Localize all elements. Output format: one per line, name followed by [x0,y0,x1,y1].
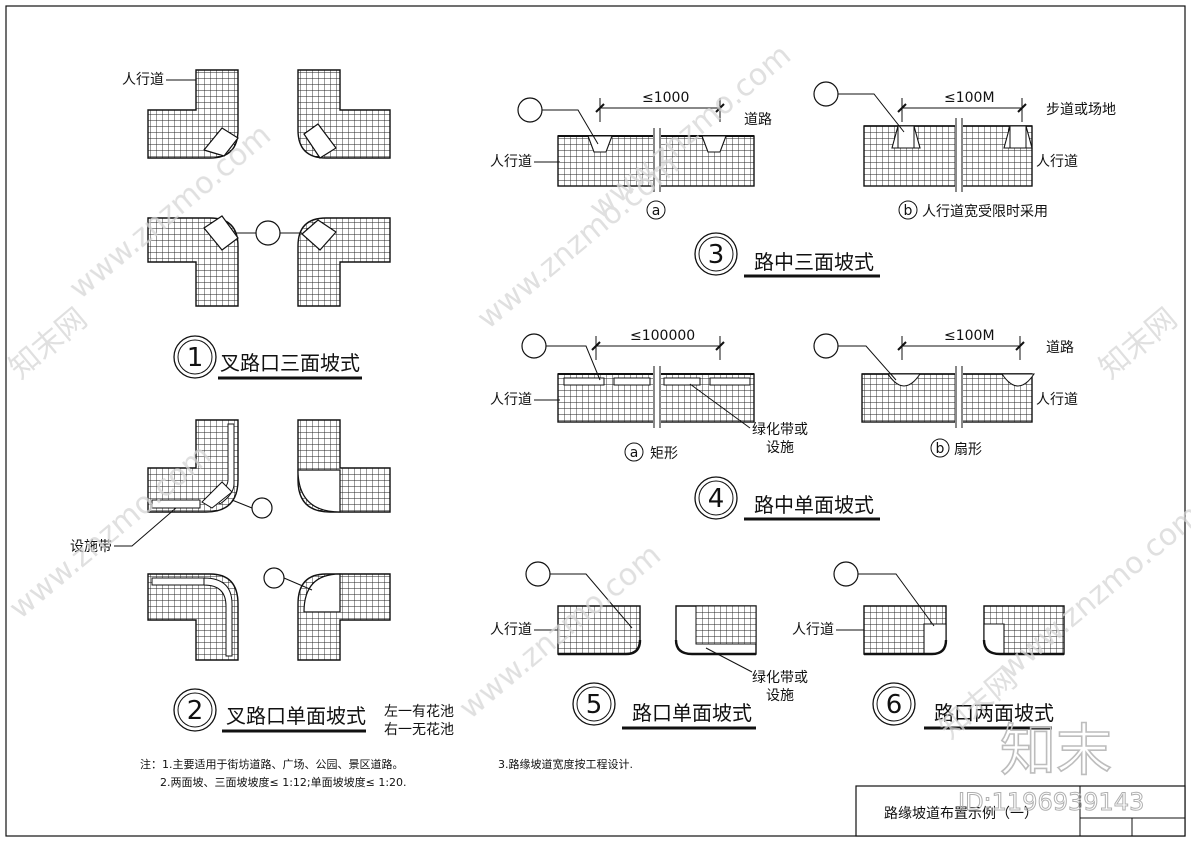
watermark-brand: 知末网 [3,301,94,386]
ramp-mark [203,215,239,251]
title-number: 2 [187,696,204,726]
watermark-brand: 知末网 [1093,301,1184,386]
sidewalk-label: 人行道 [490,622,532,638]
diagram-6: 人行道 6 路口两面坡式 [792,561,1065,730]
sub-b-fan: 扇形 [954,442,982,458]
ramp-mark [301,219,337,251]
sidewalk-label: 人行道 [490,392,532,408]
sub-a-rect: 矩形 [650,446,678,462]
title-number: 6 [886,690,903,720]
road-label: 道路 [1046,340,1074,356]
diagram-2: 设施带 2 叉路口单面坡式 左一有花池 右一无花池 [70,419,454,738]
diagram-5: 人行道 绿化带或 设施 5 路口单面坡式 [490,561,808,730]
fan-ramp [303,573,341,613]
title-number: 3 [708,240,725,270]
dim-label: ≤100M [944,328,995,344]
callout-circle [525,561,551,587]
diagram-1: 人行道 1 叉路口三面坡式 [122,69,391,380]
title-number: 1 [187,343,204,373]
green-label-1: 绿化带或 [752,670,808,686]
title-6: 路口两面坡式 [934,701,1054,725]
diagram-4: ≤100000 人行道 绿化带或 设施 a 矩形 ≤100M 道路 人行道 b … [490,328,1078,521]
dim-label: ≤100000 [630,328,695,344]
sidewalk-label: 人行道 [1036,154,1078,170]
title-number: 4 [708,484,725,514]
sub-a-label: a [652,203,661,219]
dim-label: ≤1000 [642,90,689,106]
ramp-mark [303,123,337,159]
facility-strip-label: 设施带 [70,539,112,555]
right-flower-note: 右一无花池 [384,722,454,738]
ramp-mark [202,127,239,157]
dim-label: ≤100M [944,90,995,106]
callout-circle [263,567,285,589]
sub-b-label: b [936,441,945,457]
watermark-id: ID:1196939143 [958,788,1144,816]
callout-circle [813,81,839,107]
sidewalk-label: 人行道 [792,622,834,638]
title-block: 路缘坡道布置示例（一） [855,785,1186,837]
callout-circle [813,333,839,359]
callout-circle [517,97,543,123]
diagram-3: ≤1000 道路 人行道 a ≤100M 步道或场地 人行道 b 人行道宽受限时… [490,81,1116,278]
sidewalk-label: 人行道 [122,72,164,88]
title-number: 5 [586,690,603,720]
fan-ramp [297,469,341,513]
watermark-site: www.znzmo.com [583,38,798,227]
green-label-2: 设施 [766,688,794,704]
note-2: 2.两面坡、三面坡坡度≤ 1:12;单面坡坡度≤ 1:20. [160,775,407,789]
callout-circle [521,333,547,359]
title-3: 路中三面坡式 [754,250,874,274]
sidewalk-label: 人行道 [490,154,532,170]
callout-circle [251,497,273,519]
note-1: 注：1.主要适用于街坊道路、广场、公园、景区道路。 [140,757,404,771]
sub-b-label: b [904,203,913,219]
title-4: 路中单面坡式 [754,493,874,517]
drawing-border [5,5,1186,837]
watermark-logo: 知末 [1000,719,1112,784]
road-label: 道路 [744,112,772,128]
callout-circle [833,561,859,587]
title-2: 叉路口单面坡式 [226,704,366,728]
left-flower-note: 左一有花池 [384,704,454,720]
walkway-label: 步道或场地 [1046,102,1116,118]
green-label-2: 设施 [766,440,794,456]
sub-b-note: 人行道宽受限时采用 [922,203,1048,220]
sidewalk-label: 人行道 [1036,392,1078,408]
note-3: 3.路缘坡道宽度按工程设计. [498,757,633,771]
title-5: 路口单面坡式 [632,701,752,725]
callout-circle [255,220,281,246]
title-block-title: 路缘坡道布置示例（一） [884,806,1038,822]
sub-a-label: a [630,445,639,461]
watermark-site: www.znzmo.com [993,498,1191,687]
title-1: 叉路口三面坡式 [220,351,360,375]
green-label-1: 绿化带或 [752,422,808,438]
